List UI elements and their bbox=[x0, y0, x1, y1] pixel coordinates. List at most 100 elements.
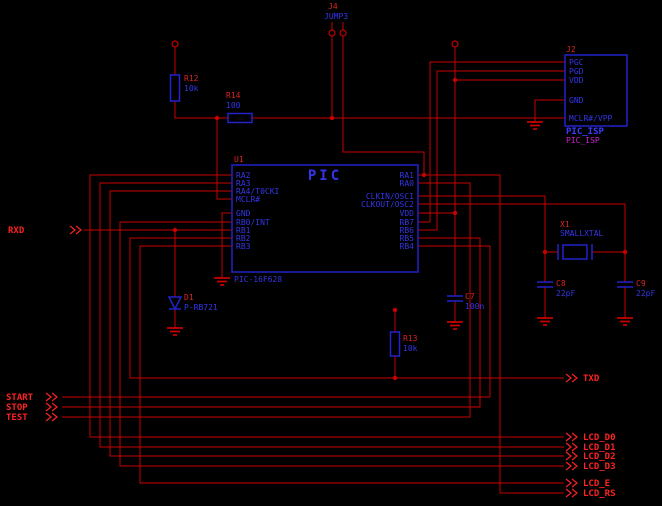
port-stop: STOP bbox=[6, 402, 58, 413]
component-d1[interactable]: D1 P-RB721 bbox=[167, 293, 218, 312]
r13-value: 10k bbox=[403, 344, 418, 353]
r12-value: 10k bbox=[184, 84, 199, 93]
pic-pin-label: RA2 bbox=[236, 171, 251, 180]
isp-pin-label: VDD bbox=[569, 76, 584, 85]
isp-part-name: PIC_ISP bbox=[566, 136, 600, 145]
pic-pin-label: RB4 bbox=[400, 242, 415, 251]
component-r12[interactable]: R12 10k bbox=[169, 74, 199, 102]
port-lcd-e: LCD_E bbox=[565, 478, 610, 489]
pic-pin-label: RA3 bbox=[236, 179, 251, 188]
junction-dot bbox=[392, 307, 398, 313]
x1-value: SMALLXTAL bbox=[560, 229, 604, 238]
port-label-lcd-d0: LCD_D0 bbox=[583, 433, 616, 443]
port-lcd-d2: LCD_D2 bbox=[565, 451, 616, 462]
pic-pin-label: RB2 bbox=[236, 234, 251, 243]
jump3-value: JUMP3 bbox=[324, 12, 348, 21]
isp-ref: J2 bbox=[566, 45, 576, 54]
port-lcd-d1: LCD_D1 bbox=[565, 442, 616, 453]
isp-pin-label: GND bbox=[569, 96, 584, 105]
component-c9[interactable]: C9 22pF bbox=[617, 279, 655, 298]
c8-value: 22pF bbox=[556, 289, 575, 298]
capacitor-plates bbox=[617, 281, 633, 288]
capacitor-plates bbox=[537, 281, 553, 288]
power-pin bbox=[451, 40, 459, 48]
port-label-lcd-d3: LCD_D3 bbox=[583, 462, 616, 472]
junction-dot bbox=[452, 77, 458, 83]
isp-pin-label: PGC bbox=[569, 58, 584, 67]
component-r13[interactable]: R13 10k bbox=[389, 331, 418, 357]
pic-pin-label: RA1 bbox=[400, 171, 415, 180]
junction-dot bbox=[329, 115, 335, 121]
component-r14[interactable]: R14 100 bbox=[226, 91, 253, 124]
pic-value: PIC-16F628 bbox=[234, 275, 282, 284]
port-txd: TXD bbox=[565, 373, 600, 384]
r14-ref: R14 bbox=[226, 91, 241, 100]
d1-ref: D1 bbox=[184, 293, 194, 302]
crystal-plates bbox=[557, 244, 593, 260]
r13-ref: R13 bbox=[403, 334, 418, 343]
port-label-stop: STOP bbox=[6, 403, 28, 413]
isp-pin-label: PGD bbox=[569, 67, 584, 76]
r12-ref: R12 bbox=[184, 74, 199, 83]
pic-pin-label: RB7 bbox=[400, 218, 415, 227]
port-label-lcd-d2: LCD_D2 bbox=[583, 452, 616, 462]
port-start: START bbox=[6, 392, 58, 403]
junction-dot bbox=[214, 115, 220, 121]
jumper-pin bbox=[339, 29, 347, 37]
resistor-body bbox=[227, 112, 253, 124]
isp-value: PIC_ISP bbox=[566, 127, 605, 137]
pic-pin-label: CLKOUT/OSC2 bbox=[361, 200, 414, 209]
component-x1[interactable]: X1 SMALLXTAL bbox=[557, 220, 604, 260]
junction-dot bbox=[542, 249, 548, 255]
crystal-body bbox=[562, 244, 588, 260]
port-label-rxd: RXD bbox=[8, 226, 25, 236]
port-label-test: TEST bbox=[6, 413, 28, 423]
isp-pin-label: MCLR#/VPP bbox=[569, 114, 613, 123]
junction-dot bbox=[452, 210, 458, 216]
junction-dot bbox=[172, 227, 178, 233]
port-label-lcd-d1: LCD_D1 bbox=[583, 443, 616, 453]
port-label-lcd-e: LCD_E bbox=[583, 479, 610, 489]
pic-pin-label: RA4/T0CKI bbox=[236, 187, 280, 196]
pic-pin-label: RB5 bbox=[400, 234, 415, 243]
pic-pin-label: RB1 bbox=[236, 226, 251, 235]
capacitor-plates bbox=[447, 295, 463, 302]
port-label-lcd-rs: LCD_RS bbox=[583, 489, 616, 499]
component-pic[interactable]: U1 PIC PIC-16F628 RA2 RA3 RA4/T0CKI MCLR… bbox=[231, 155, 419, 284]
junction-dot bbox=[392, 375, 398, 381]
pic-pin-label: GND bbox=[236, 209, 251, 218]
port-label-txd: TXD bbox=[583, 374, 600, 384]
junction-dot bbox=[421, 172, 427, 178]
pic-pin-label: RB3 bbox=[236, 242, 251, 251]
component-c7[interactable]: C7 100n bbox=[447, 292, 484, 311]
port-rxd: RXD bbox=[8, 225, 82, 236]
component-isp[interactable]: J2 PGC PGD VDD GND MCLR#/VPP PIC_ISP PIC… bbox=[564, 45, 628, 145]
c7-value: 100n bbox=[465, 302, 484, 311]
r14-value: 100 bbox=[226, 101, 241, 110]
pic-title: PIC bbox=[308, 168, 342, 184]
x1-ref: X1 bbox=[560, 220, 570, 229]
component-jump3[interactable]: J4 JUMP3 bbox=[324, 2, 348, 37]
port-test: TEST bbox=[6, 412, 58, 423]
junction-dot bbox=[622, 249, 628, 255]
d1-value: P-RB721 bbox=[184, 303, 218, 312]
c9-value: 22pF bbox=[636, 289, 655, 298]
pic-pin-label: CLKIN/OSC1 bbox=[366, 192, 414, 201]
c9-ref: C9 bbox=[636, 279, 646, 288]
pic-body bbox=[231, 164, 419, 273]
port-label-start: START bbox=[6, 393, 34, 403]
jump3-ref: J4 bbox=[328, 2, 338, 11]
junction-dots bbox=[172, 77, 628, 381]
connector-pins bbox=[171, 40, 459, 48]
diode-symbol bbox=[167, 296, 183, 311]
jumper-pin bbox=[328, 29, 336, 37]
pic-pin-label: MCLR# bbox=[236, 195, 260, 204]
power-pin bbox=[171, 40, 179, 48]
pic-pin-label: VDD bbox=[400, 209, 415, 218]
port-lcd-rs: LCD_RS bbox=[565, 488, 616, 499]
component-c8[interactable]: C8 22pF bbox=[537, 279, 575, 298]
wire-net bbox=[62, 22, 626, 494]
pic-pin-label: RA0 bbox=[400, 179, 415, 188]
resistor-body bbox=[169, 74, 181, 102]
